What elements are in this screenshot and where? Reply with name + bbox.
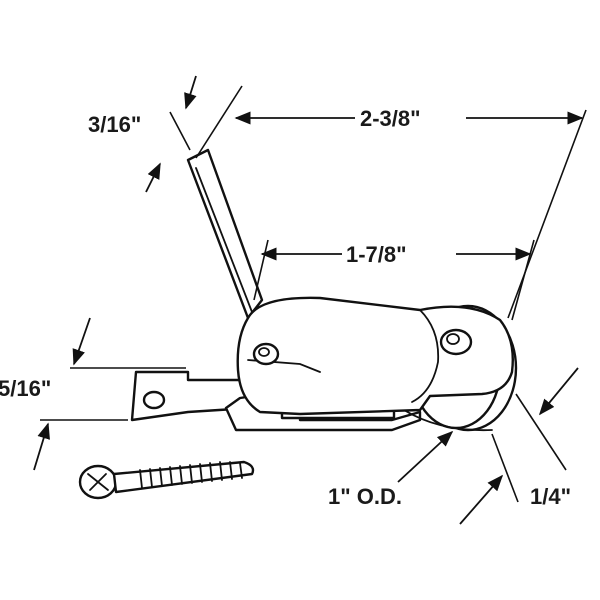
adjustment-tab — [186, 148, 264, 320]
overall-length-label: 2-3/8" — [360, 106, 421, 131]
dimension-housing-length: 1-7/8" — [253, 239, 535, 321]
dimension-wheel-diameter: 1" O.D. — [328, 430, 519, 525]
dimension-wheel-width: 1/4" — [515, 367, 579, 509]
axle-rivet — [439, 328, 473, 356]
mounting-screw — [78, 460, 255, 500]
roller-part — [130, 148, 518, 432]
tab-width-label: 5/16" — [0, 376, 51, 401]
dimension-overall-length: 2-3/8" — [195, 85, 587, 319]
dimension-tab-width: 5/16" — [0, 317, 186, 471]
tab-thickness-label: 3/16" — [88, 112, 141, 137]
housing-length-label: 1-7/8" — [346, 242, 407, 267]
wheel-diameter-label: 1" O.D. — [328, 484, 402, 509]
wheel-width-label: 1/4" — [530, 484, 571, 509]
mounting-hole — [142, 390, 166, 410]
dimension-tab-thickness: 3/16" — [88, 75, 197, 193]
screw-shank — [112, 460, 255, 494]
roller-housing — [236, 296, 514, 416]
pivot-rivet — [252, 342, 280, 366]
